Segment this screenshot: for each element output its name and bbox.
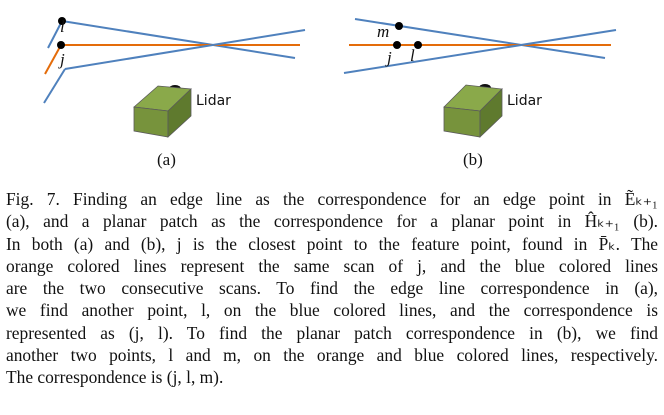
caption-line: (a), and a planar patch as the correspon… (6, 211, 658, 232)
caption-line: another two points, l and m, on the oran… (6, 345, 658, 366)
point-label-l: l (60, 17, 65, 36)
blue-scan-line-upper-tail (47, 20, 63, 49)
caption-line: represented as (j, l). To find the plana… (6, 322, 658, 343)
point-label-l: l (410, 46, 415, 65)
blue-scan-line-lower (343, 29, 617, 74)
point-j (57, 41, 65, 49)
caption-line: In both (a) and (b), j is the closest po… (6, 233, 658, 254)
caption-line: The correspondence is (j, l, m). (6, 367, 224, 388)
figure: l j Lidar (a) m j l Lidar (b) (0, 0, 664, 185)
figure-drawing (43, 17, 617, 138)
blue-scan-line-lower (64, 29, 306, 70)
panel-a (43, 17, 306, 138)
lidar-icon (443, 84, 503, 138)
subfigure-label-b: (b) (463, 150, 483, 169)
subfigure-label-a: (a) (157, 150, 176, 169)
lidar-label: Lidar (196, 93, 231, 109)
lidar-label: Lidar (507, 93, 542, 109)
point-l (58, 17, 66, 25)
point-label-j: j (387, 48, 392, 67)
caption-line: we find another point, l, on the blue co… (6, 300, 658, 321)
point-m (395, 22, 403, 30)
blue-scan-line-upper (61, 20, 296, 59)
figure-caption: Fig. 7. Finding an edge line as the corr… (6, 188, 658, 389)
point-label-j: j (60, 50, 65, 69)
point-j (393, 41, 401, 49)
panel-b (343, 18, 617, 138)
caption-line: Fig. 7. Finding an edge line as the corr… (6, 189, 658, 209)
point-l (414, 41, 422, 49)
caption-line: orange colored lines represent the same … (6, 255, 658, 276)
lidar-icon (133, 85, 192, 138)
orange-scan-line-tail (44, 44, 62, 75)
caption-line: are the two consecutive scans. To find t… (6, 278, 658, 299)
blue-scan-line-lower-tail (43, 68, 66, 104)
point-label-m: m (377, 22, 390, 41)
